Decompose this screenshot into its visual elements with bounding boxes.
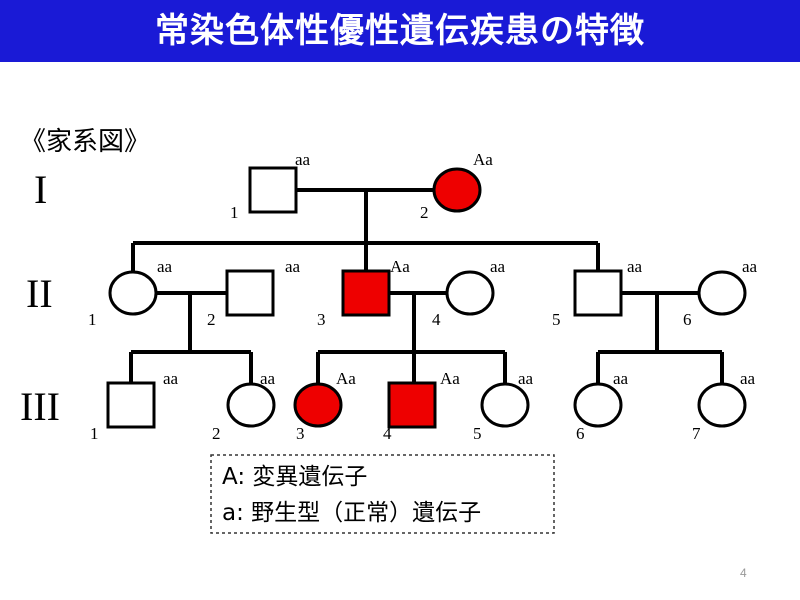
individual-number: 1 bbox=[88, 310, 97, 329]
individual-ii-1: aa 1 bbox=[88, 257, 173, 329]
genotype-label: aa bbox=[285, 257, 301, 276]
individual-number: 4 bbox=[383, 424, 392, 443]
genotype-label: aa bbox=[518, 369, 534, 388]
individual-number: 2 bbox=[207, 310, 216, 329]
individual-number: 1 bbox=[230, 203, 239, 222]
individual-iii-1: aa 1 bbox=[90, 369, 179, 443]
individual-number: 2 bbox=[212, 424, 221, 443]
individual-number: 5 bbox=[473, 424, 482, 443]
individual-ii-5: aa 5 bbox=[552, 257, 643, 329]
legend-border bbox=[210, 454, 555, 534]
genotype-label: aa bbox=[157, 257, 173, 276]
section-label: 《家系図》 bbox=[20, 127, 150, 157]
individual-iii-6: aa 6 bbox=[573, 369, 629, 443]
genotype-label: Aa bbox=[336, 369, 356, 388]
male-square bbox=[225, 269, 275, 317]
individual-ii-6: aa 6 bbox=[683, 257, 758, 329]
female-circle bbox=[573, 382, 623, 428]
genotype-label: aa bbox=[613, 369, 629, 388]
individual-number: 4 bbox=[432, 310, 441, 329]
legend-line-1: A: 変異遺伝子 bbox=[222, 464, 367, 490]
genotype-label: aa bbox=[163, 369, 179, 388]
generation-label-2: II bbox=[26, 271, 53, 316]
individuals-layer: aa1Aa2aa1aa2Aa3aa4aa5aa6aa1aa2Aa3Aa4aa5a… bbox=[88, 150, 758, 443]
individual-iii-2: aa 2 bbox=[212, 369, 276, 443]
genotype-label: Aa bbox=[473, 150, 493, 169]
individual-i-2: Aa 2 bbox=[420, 150, 493, 222]
individual-i-1: aa 1 bbox=[230, 150, 311, 222]
genotype-label: aa bbox=[627, 257, 643, 276]
legend-box: A: 変異遺伝子 a: 野生型（正常）遺伝子 bbox=[210, 454, 555, 534]
genotype-label: aa bbox=[490, 257, 506, 276]
male-square bbox=[573, 269, 623, 317]
genotype-label: aa bbox=[260, 369, 276, 388]
affected-male-square bbox=[341, 269, 391, 317]
individual-number: 3 bbox=[296, 424, 305, 443]
genotype-label: aa bbox=[295, 150, 311, 169]
generation-label-3: III bbox=[20, 384, 60, 429]
male-square bbox=[248, 166, 298, 214]
legend-line-2: a: 野生型（正常）遺伝子 bbox=[222, 500, 481, 526]
individual-number: 2 bbox=[420, 203, 429, 222]
page-title: 常染色体性優性遺伝疾患の特徴 bbox=[155, 11, 645, 51]
female-circle bbox=[480, 382, 530, 428]
female-circle bbox=[697, 270, 747, 316]
individual-iii-3: Aa 3 bbox=[293, 369, 356, 443]
genotype-label: aa bbox=[740, 369, 756, 388]
female-circle bbox=[445, 270, 495, 316]
individual-number: 7 bbox=[692, 424, 701, 443]
female-circle bbox=[697, 382, 747, 428]
pedigree-lines bbox=[129, 188, 724, 384]
affected-female-circle bbox=[432, 167, 482, 213]
female-circle bbox=[226, 382, 276, 428]
genotype-label: aa bbox=[742, 257, 758, 276]
individual-iii-4: Aa 4 bbox=[383, 369, 460, 443]
female-circle bbox=[108, 270, 158, 316]
individual-number: 5 bbox=[552, 310, 561, 329]
title-bar bbox=[0, 0, 800, 62]
individual-iii-7: aa 7 bbox=[692, 369, 756, 443]
male-square bbox=[106, 381, 156, 429]
individual-iii-5: aa 5 bbox=[473, 369, 534, 443]
genotype-label: Aa bbox=[390, 257, 410, 276]
genotype-label: Aa bbox=[440, 369, 460, 388]
individual-number: 3 bbox=[317, 310, 326, 329]
generation-label-1: I bbox=[34, 167, 47, 212]
individual-number: 6 bbox=[683, 310, 692, 329]
individual-number: 6 bbox=[576, 424, 585, 443]
individual-ii-2: aa 2 bbox=[207, 257, 301, 329]
individual-ii-3: Aa 3 bbox=[317, 257, 410, 329]
affected-female-circle bbox=[293, 382, 343, 428]
affected-male-square bbox=[387, 381, 437, 429]
individual-number: 1 bbox=[90, 424, 99, 443]
individual-ii-4: aa 4 bbox=[432, 257, 506, 329]
page-number: 4 bbox=[740, 566, 747, 580]
